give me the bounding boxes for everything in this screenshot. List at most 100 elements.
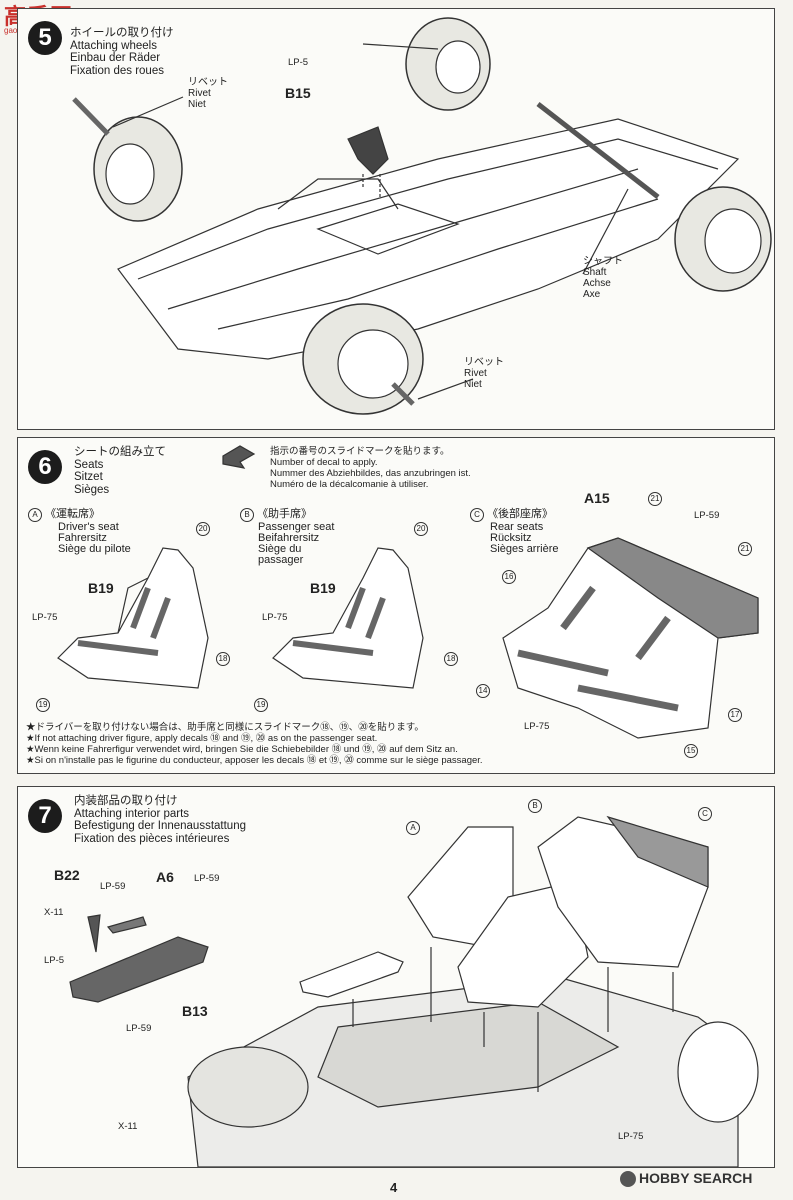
title-fr: Sièges xyxy=(74,483,110,496)
decal-number: 14 xyxy=(476,684,490,698)
seat-fr-2: passager xyxy=(258,554,304,566)
part-lp75: LP-75 xyxy=(618,1131,644,1142)
title-jp: シートの組み立て xyxy=(74,446,166,458)
shaft-de: Achse xyxy=(583,278,611,289)
part-b13: B13 xyxy=(182,1003,208,1019)
decal-marker: 17 xyxy=(728,708,742,722)
seat-letter-c: C xyxy=(698,807,712,821)
step-7-panel: 7 内装部品の取り付け Attaching interior parts Bef… xyxy=(17,786,775,1168)
seat-de: Rücksitz xyxy=(490,532,532,544)
seat-a-heading: A 《運転席》 Driver's seat Fahrersitz Siège d… xyxy=(28,508,131,555)
title-jp: 内装部品の取り付け xyxy=(74,795,178,807)
decal-number: 18 xyxy=(444,652,458,666)
decal-number: 19 xyxy=(254,698,268,712)
rivet-jp: リベット xyxy=(464,357,504,368)
rivet-label-top: リベット Rivet Niet xyxy=(188,77,228,110)
decal-note-de: Nummer des Abziehbildes, das anzubringen… xyxy=(270,468,471,479)
seat-c-heading: C 《後部座席》 Rear seats Rücksitz Sièges arri… xyxy=(470,508,558,555)
part-lp59-c: LP-59 xyxy=(126,1023,152,1034)
title-jp: ホイールの取り付け xyxy=(70,27,174,39)
shaft-en: Shaft xyxy=(583,267,607,278)
step-title: シートの組み立て Seats Sitzet Sièges xyxy=(74,446,166,496)
seat-de: Fahrersitz xyxy=(58,532,107,544)
decal-marker: 21 xyxy=(648,492,662,506)
decal-marker: 15 xyxy=(684,744,698,758)
seat-c-part: A15 xyxy=(584,490,610,506)
brand-logo-icon xyxy=(620,1171,636,1188)
rivet-jp: リベット xyxy=(188,77,228,88)
seat-jp: 《運転席》 xyxy=(45,508,101,520)
rivet-label-bottom: リベット Rivet Niet xyxy=(464,357,504,390)
letter-badge: C xyxy=(470,508,484,522)
decal-note-jp: 指示の番号のスライドマークを貼ります。 xyxy=(270,446,450,457)
title-de: Einbau der Räder xyxy=(70,52,161,64)
title-en: Seats xyxy=(74,458,104,471)
step-number: 6 xyxy=(28,450,62,484)
seat-a-lp: LP-75 xyxy=(32,612,58,623)
decal-number: 16 xyxy=(502,570,516,584)
decal-marker: 16 xyxy=(502,570,516,584)
part-lp59-b: LP-59 xyxy=(100,881,126,892)
seat-de: Beifahrersitz xyxy=(258,532,320,544)
decal-marker: 18 xyxy=(444,652,458,666)
seat-a-part: B19 xyxy=(88,580,114,596)
decal-number: 20 xyxy=(414,522,428,536)
seats-illustration xyxy=(57,445,759,739)
title-de: Befestigung der Innenausstattung xyxy=(74,820,246,832)
seat-en: Driver's seat xyxy=(58,521,119,533)
step-number: 7 xyxy=(28,799,62,833)
decal-legend: 指示の番号のスライドマークを貼ります。 Number of decal to a… xyxy=(270,446,471,490)
decal-number: 18 xyxy=(216,652,230,666)
part-x11-b: X-11 xyxy=(118,1121,138,1132)
seat-jp: 《後部座席》 xyxy=(487,508,554,520)
part-b15: B15 xyxy=(285,85,311,101)
seat-letter-a: A xyxy=(406,821,420,835)
seat-en: Rear seats xyxy=(490,521,544,533)
decal-note-fr: Numéro de la décalcomanie à utiliser. xyxy=(270,479,429,490)
note-en: ★If not attaching driver figure, apply d… xyxy=(26,733,378,744)
decal-number: 17 xyxy=(728,708,742,722)
decal-marker: 21 xyxy=(738,542,752,556)
seat-b-heading: B 《助手席》 Passenger seat Beifahrersitz Siè… xyxy=(240,508,334,566)
step-title: 内装部品の取り付け Attaching interior parts Befes… xyxy=(74,795,246,845)
seat-fr: Siège du xyxy=(258,543,302,555)
seat-jp: 《助手席》 xyxy=(257,508,313,520)
letter-badge: C xyxy=(698,807,712,821)
decal-number: 20 xyxy=(196,522,210,536)
seat-b-part: B19 xyxy=(310,580,336,596)
letter-badge: B xyxy=(240,508,254,522)
decal-number: 21 xyxy=(738,542,752,556)
rivet-de: Niet xyxy=(464,379,482,390)
seat-b-lp: LP-75 xyxy=(262,612,288,623)
seat-en: Passenger seat xyxy=(258,521,335,533)
step-title: ホイールの取り付け Attaching wheels Einbau der Rä… xyxy=(70,27,174,77)
part-a6: A6 xyxy=(156,869,174,885)
step-6-panel: 6 シートの組み立て Seats Sitzet Sièges 指示の番号のスライ… xyxy=(17,437,775,774)
brand-text: HOBBY SEARCH xyxy=(639,1170,753,1186)
decal-number: 21 xyxy=(648,492,662,506)
seat-fr: Sièges arrière xyxy=(490,543,559,555)
part-b22: B22 xyxy=(54,867,80,883)
shaft-jp: シャフト xyxy=(583,256,623,267)
title-fr: Fixation des roues xyxy=(70,64,164,77)
chassis-wheels-illustration xyxy=(72,17,772,415)
part-x11-a: X-11 xyxy=(44,907,64,918)
seat-letter-b: B xyxy=(528,799,542,813)
title-en: Attaching wheels xyxy=(70,39,157,52)
rivet-en: Rivet xyxy=(464,368,487,379)
decal-marker: 14 xyxy=(476,684,490,698)
step-5-panel: 5 ホイールの取り付け Attaching wheels Einbau der … xyxy=(17,8,775,430)
note-jp: ★ドライバーを取り付けない場合は、助手席と同様にスライドマーク⑱、⑲、⑳を貼りま… xyxy=(26,722,424,733)
part-lp5: LP-5 xyxy=(288,57,309,68)
shaft-label: シャフト Shaft Achse Axe xyxy=(583,256,623,300)
driver-note: ★ドライバーを取り付けない場合は、助手席と同様にスライドマーク⑱、⑲、⑳を貼りま… xyxy=(26,722,483,766)
seat-c-lp-top: LP-59 xyxy=(694,510,720,521)
title-de: Sitzet xyxy=(74,471,103,483)
decal-marker: 19 xyxy=(254,698,268,712)
decal-marker: 20 xyxy=(414,522,428,536)
decal-marker: 19 xyxy=(36,698,50,712)
rivet-de: Niet xyxy=(188,99,206,110)
title-en: Attaching interior parts xyxy=(74,807,190,820)
title-fr: Fixation des pièces intérieures xyxy=(74,832,230,845)
decal-marker: 18 xyxy=(216,652,230,666)
